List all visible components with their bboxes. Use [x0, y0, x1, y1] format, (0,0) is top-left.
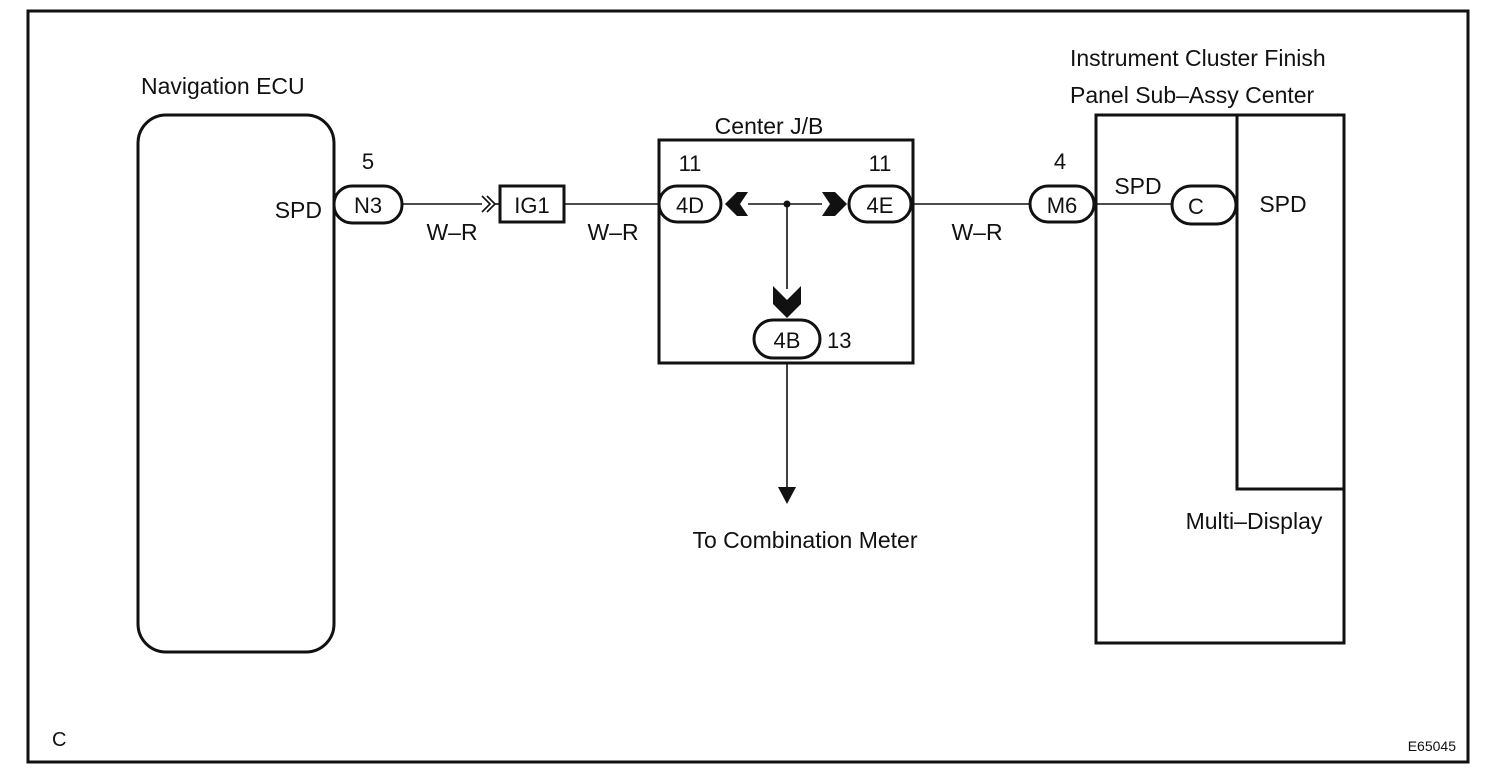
- wire-color-label-1: W–R: [426, 219, 477, 245]
- n3-pin-number: 5: [362, 149, 374, 174]
- terminal-arrow-right-icon: [822, 192, 847, 216]
- outer-frame: [26, 9, 1470, 764]
- multi-display-box: [1235, 113, 1346, 491]
- connector-ig1-label: IG1: [514, 193, 549, 218]
- in-line-connector-arrow: [481, 195, 492, 213]
- m6-pin-number: 4: [1054, 149, 1066, 174]
- corner-letter: C: [52, 729, 66, 751]
- multi-display-label: Multi–Display: [1186, 508, 1323, 534]
- connector-4b: [752, 318, 822, 360]
- connector-4d: [657, 184, 723, 224]
- terminal-arrow-down-icon: [773, 286, 801, 318]
- cluster-title-line2: Panel Sub–Assy Center: [1070, 82, 1315, 108]
- connector-c: [1170, 184, 1238, 226]
- connector-m6-label: M6: [1047, 193, 1078, 218]
- arrow-down-icon: [778, 487, 796, 504]
- 4e-pin-number: 11: [869, 151, 892, 176]
- wire-color-label-2: W–R: [587, 219, 638, 245]
- connector-c-terminal: SPD: [1114, 173, 1161, 199]
- connector-c-label: C: [1188, 194, 1204, 219]
- navigation-ecu-title: Navigation ECU: [141, 73, 305, 99]
- center-jb-title: Center J/B: [715, 113, 824, 139]
- cluster-title-line1: Instrument Cluster Finish: [1070, 45, 1326, 71]
- connector-4d-label: 4D: [676, 193, 704, 218]
- wire-color-label-3: W–R: [951, 219, 1002, 245]
- connector-ig1: [498, 184, 566, 224]
- connector-4b-label: 4B: [774, 328, 801, 353]
- connector-m6: [1028, 184, 1096, 224]
- connector-4e-label: 4E: [867, 193, 894, 218]
- multi-display-spd-terminal: SPD: [1259, 191, 1306, 217]
- center-jb-box: [657, 138, 915, 365]
- 4b-pin-number: 13: [827, 328, 851, 353]
- navigation-ecu-box: [136, 113, 336, 654]
- connector-n3-label: N3: [354, 193, 382, 218]
- 4d-pin-number: 11: [679, 151, 702, 176]
- terminal-arrow-left-icon: [725, 192, 748, 216]
- navigation-ecu-spd-terminal: SPD: [275, 197, 322, 223]
- figure-code: E65045: [1408, 738, 1456, 754]
- destination-label: To Combination Meter: [693, 527, 918, 553]
